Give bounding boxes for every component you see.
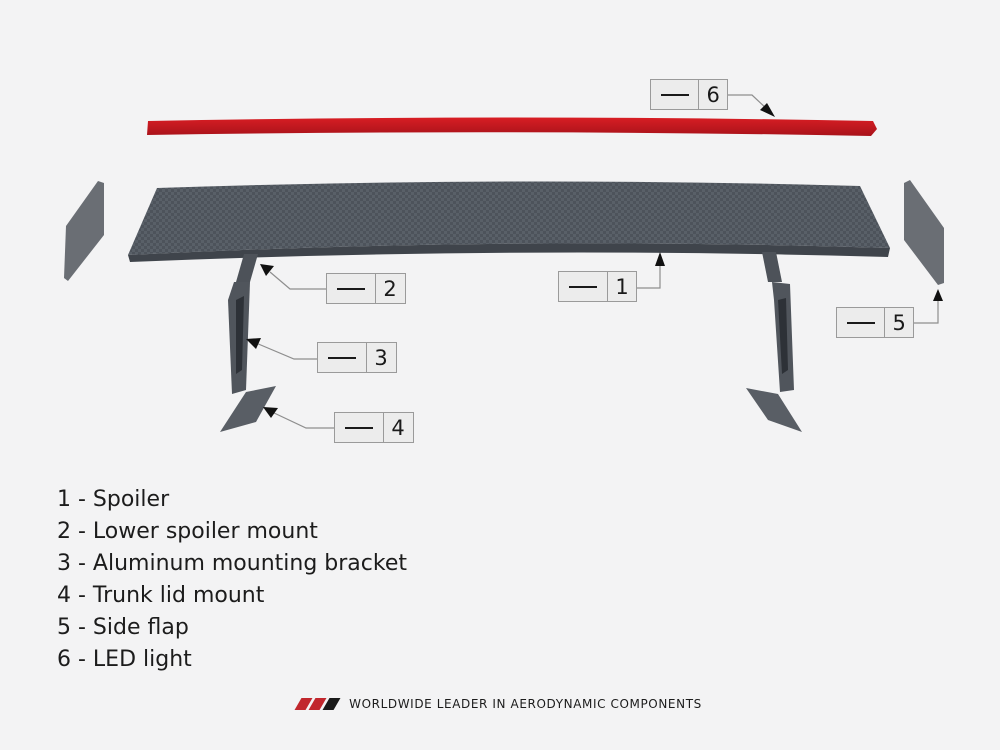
footer-tagline: WORLDWIDE LEADER IN AERODYNAMIC COMPONEN… [349, 697, 702, 711]
callout-dash [559, 272, 607, 301]
lower-mount-right [762, 252, 782, 282]
leader-lines [255, 94, 939, 429]
callout-number: 6 [698, 80, 727, 109]
callout-number: 4 [383, 413, 412, 442]
callout-number: 2 [375, 274, 404, 303]
callout-dash [837, 308, 884, 337]
parts-illustration [64, 94, 944, 432]
legend-item-bracket: 3 - Aluminum mounting bracket [57, 551, 408, 576]
callout-number: 5 [884, 308, 913, 337]
spoiler-part [128, 181, 890, 255]
callout-dash [651, 80, 698, 109]
footer: WORLDWIDE LEADER IN AERODYNAMIC COMPONEN… [0, 697, 1000, 711]
legend-item-lower-mount: 2 - Lower spoiler mount [57, 519, 318, 544]
callout-5: 5 [836, 307, 914, 338]
bracket-left-cutout [236, 296, 244, 374]
trunk-mount-right [746, 388, 802, 432]
callout-dash [318, 343, 366, 372]
led-light-part [147, 117, 877, 136]
exploded-parts-diagram: 6 2 1 5 3 4 [64, 79, 944, 443]
side-flap-left [64, 181, 104, 281]
callout-3: 3 [317, 342, 397, 373]
callout-1: 1 [558, 271, 637, 302]
bracket-right-cutout [778, 298, 788, 374]
legend-item-led-light: 6 - LED light [57, 647, 192, 672]
callout-dash [327, 274, 375, 303]
callout-number: 1 [607, 272, 636, 301]
legend-item-side-flap: 5 - Side flap [57, 615, 189, 640]
callout-2: 2 [326, 273, 406, 304]
callout-6: 6 [650, 79, 728, 110]
trunk-mount-left [220, 386, 276, 432]
callout-dash [335, 413, 383, 442]
leader-arrowheads [246, 103, 943, 418]
lower-mount-left [236, 254, 258, 282]
side-flap-right [904, 180, 944, 285]
legend-item-trunk-mount: 4 - Trunk lid mount [57, 583, 265, 608]
spoiler-edge [128, 243, 890, 262]
callout-4: 4 [334, 412, 414, 443]
brand-logo-icon [294, 698, 341, 710]
parts-legend: 1 - Spoiler 2 - Lower spoiler mount 3 - … [57, 484, 407, 676]
legend-item-spoiler: 1 - Spoiler [57, 487, 170, 512]
callout-number: 3 [366, 343, 395, 372]
